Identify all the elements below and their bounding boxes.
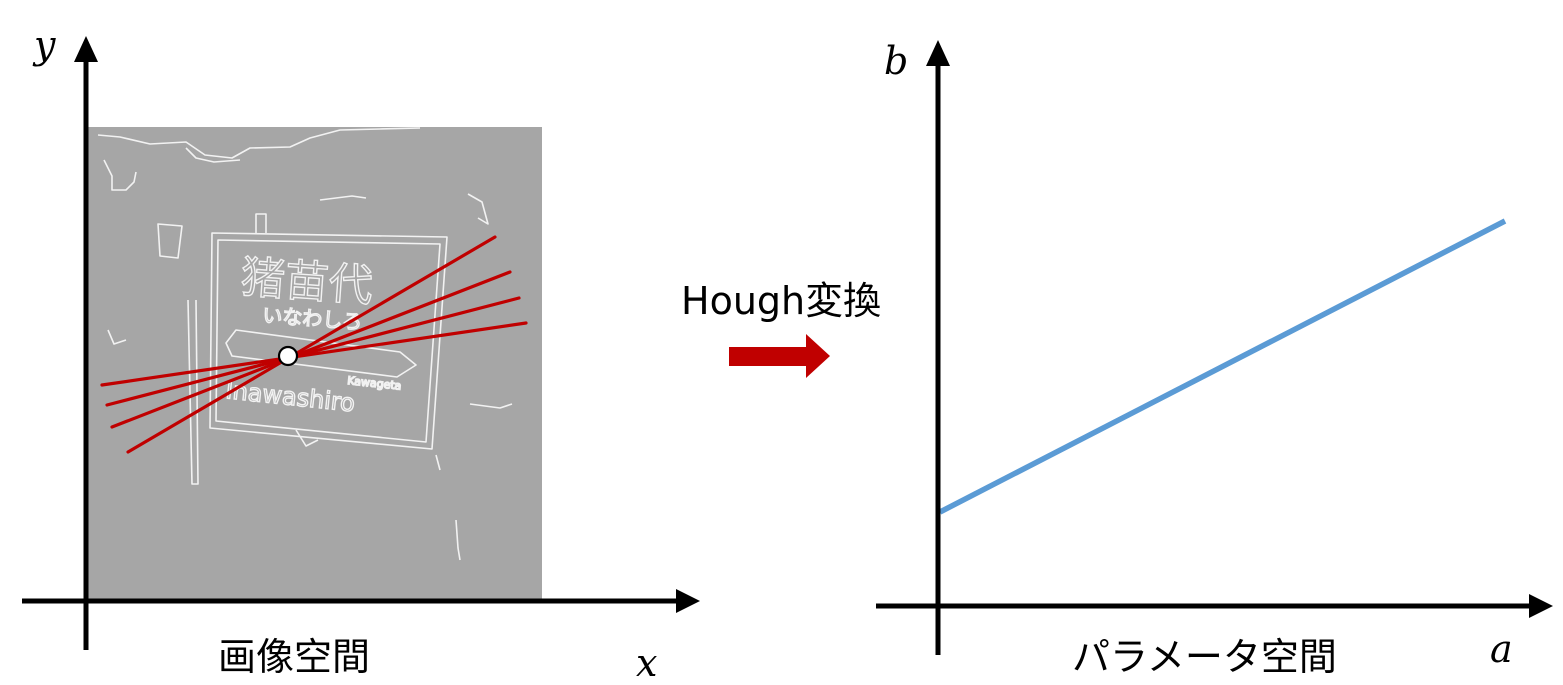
image-space-axes bbox=[22, 36, 700, 650]
edge-image-background bbox=[88, 127, 542, 599]
edge-image: 猪苗代 いなわしろ Kawageta Inawashiro bbox=[88, 127, 542, 599]
parameter-space-axes bbox=[876, 40, 1553, 655]
candidate-line bbox=[110, 270, 512, 429]
background-edge bbox=[157, 223, 183, 259]
candidate-lines bbox=[100, 235, 528, 454]
background-edge bbox=[107, 329, 127, 345]
right-arrow-icon bbox=[729, 334, 830, 378]
background-edge bbox=[185, 147, 241, 163]
transform-group: Hough変換 bbox=[681, 279, 881, 378]
parameter-line bbox=[938, 218, 1507, 515]
candidate-line bbox=[105, 296, 521, 407]
sign-post bbox=[187, 299, 199, 485]
image-x-axis-arrowhead bbox=[676, 589, 700, 613]
parameter-space-caption: パラメータ空間 bbox=[1072, 635, 1337, 679]
parameter-space-panel: b a パラメータ空間 bbox=[876, 39, 1553, 679]
image-y-axis-label: y bbox=[32, 23, 56, 67]
candidate-line bbox=[100, 321, 528, 387]
image-space-panel: 猪苗代 いなわしろ Kawageta Inawashiro bbox=[22, 23, 700, 685]
background-edge bbox=[319, 195, 367, 201]
transform-label: Hough変換 bbox=[681, 279, 881, 323]
background-edge bbox=[295, 429, 319, 447]
background-edge bbox=[467, 193, 489, 225]
image-x-axis-label: x bbox=[636, 641, 657, 685]
sign-top-hook bbox=[255, 213, 267, 233]
background-edge bbox=[455, 519, 461, 561]
sign-arrow-plate bbox=[225, 329, 417, 378]
parameter-y-axis-label: b bbox=[884, 39, 908, 83]
sign-board-inner-outline bbox=[215, 239, 441, 443]
parameter-x-axis-label: a bbox=[1490, 627, 1513, 671]
background-edge bbox=[103, 159, 137, 191]
candidate-line bbox=[126, 235, 497, 454]
hollow-circle-icon bbox=[277, 345, 299, 367]
background-edge bbox=[97, 127, 421, 159]
background-edge bbox=[469, 403, 513, 409]
parameter-x-axis-arrowhead bbox=[1529, 594, 1553, 618]
sign-small-text: Kawageta bbox=[347, 374, 402, 393]
background-edge bbox=[435, 454, 441, 471]
parameter-y-axis-arrowhead bbox=[926, 40, 950, 66]
sign-kanji: 猪苗代 bbox=[239, 252, 374, 312]
image-space-caption: 画像空間 bbox=[218, 635, 370, 679]
image-y-axis-arrowhead bbox=[74, 36, 98, 62]
sign-board-outline bbox=[209, 232, 448, 450]
